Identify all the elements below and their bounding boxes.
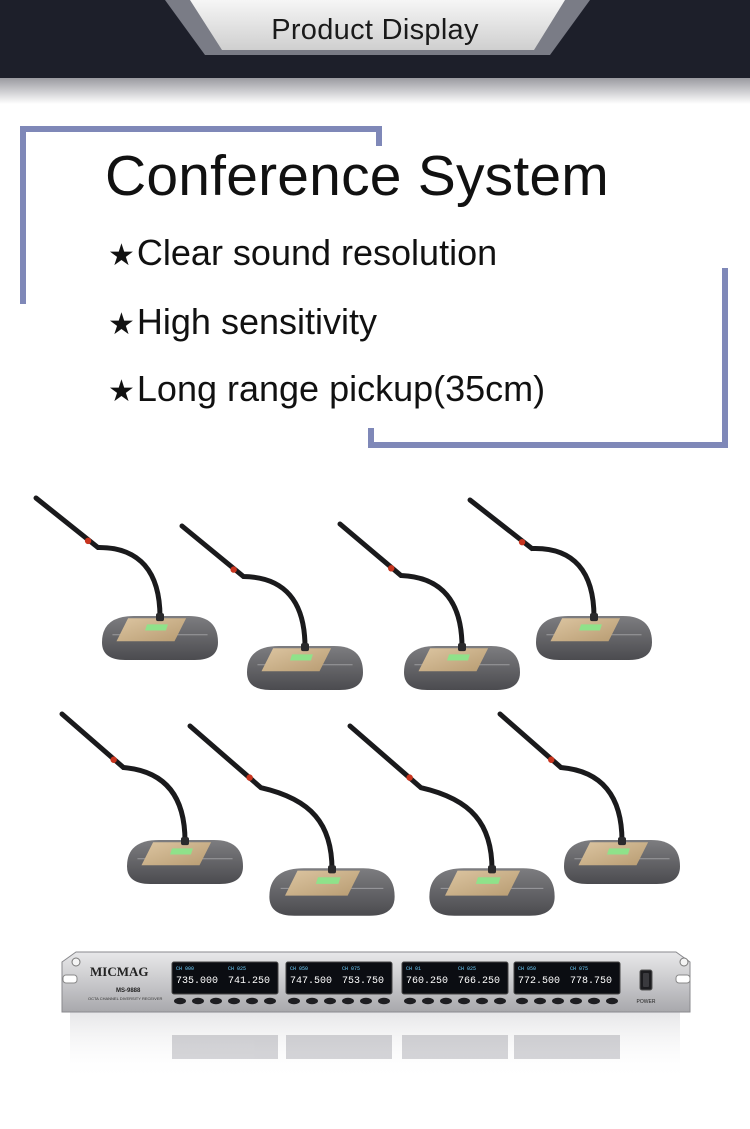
receiver-button[interactable] <box>552 997 564 1005</box>
receiver-button[interactable] <box>192 997 204 1005</box>
receiver-button[interactable] <box>228 997 240 1005</box>
receiver-button[interactable] <box>378 997 390 1005</box>
frame-line-top <box>20 126 382 132</box>
conference-microphone <box>337 521 520 690</box>
model-label: MS-9888 <box>116 988 141 994</box>
product-title: Conference System <box>105 144 609 208</box>
lcd-frequency-b: 766.250 <box>458 976 500 987</box>
lcd-channel-a: CH 01 <box>406 966 421 972</box>
feature-item: ★Clear sound resolution <box>108 232 497 274</box>
receiver-button[interactable] <box>306 997 318 1005</box>
conference-microphone <box>347 723 555 916</box>
receiver-subtitle: OCTA CHANNEL DIVERSITY RECEIVER <box>88 996 162 1001</box>
receiver-lcd-screen: CH 01 CH 025 760.250 766.250 <box>401 961 509 1005</box>
receiver-lcd-screen: CH 050 CH 075 747.500 753.750 <box>285 961 393 1005</box>
receiver-button[interactable] <box>342 997 354 1005</box>
receiver-button[interactable] <box>570 997 582 1005</box>
receiver-button[interactable] <box>534 997 546 1005</box>
conference-microphone <box>497 711 680 884</box>
receiver-button[interactable] <box>264 997 276 1005</box>
lcd-channel-b: CH 025 <box>228 966 246 972</box>
star-icon: ★ <box>108 239 135 272</box>
page-title: Product Display <box>271 14 479 46</box>
receiver-button[interactable] <box>516 997 528 1005</box>
receiver-button[interactable] <box>210 997 222 1005</box>
conference-microphone <box>467 497 652 660</box>
lcd-channel-a: CH 050 <box>290 966 308 972</box>
header-tab <box>165 0 590 55</box>
receiver-button[interactable] <box>494 997 506 1005</box>
receiver-lcd-screen: CH 050 CH 075 772.500 778.750 <box>513 961 621 1005</box>
receiver-reflection <box>172 1035 620 1059</box>
lcd-frequency-a: 760.250 <box>406 976 448 987</box>
conference-microphone <box>33 495 218 660</box>
frame-line-bottom <box>368 442 728 448</box>
power-label: POWER <box>637 999 656 1005</box>
product-photo: MICMAG MS-9888 OCTA CHANNEL DIVERSITY RE… <box>33 495 691 1080</box>
conference-microphone <box>179 523 363 690</box>
frame-line-top-tick <box>376 126 382 146</box>
receiver-button[interactable] <box>324 997 336 1005</box>
frame-line-left <box>20 126 26 304</box>
feature-item: ★High sensitivity <box>108 301 377 343</box>
receiver-button[interactable] <box>588 997 600 1005</box>
receiver-button[interactable] <box>476 997 488 1005</box>
header-shadow <box>0 78 750 104</box>
receiver-button[interactable] <box>360 997 372 1005</box>
lcd-frequency-a: 735.000 <box>176 976 218 987</box>
lcd-frequency-a: 772.500 <box>518 976 560 987</box>
receiver-button[interactable] <box>288 997 300 1005</box>
lcd-channel-a: CH 050 <box>518 966 536 972</box>
frame-line-bottom-tick <box>368 428 374 448</box>
star-icon: ★ <box>108 375 135 408</box>
receiver-button[interactable] <box>246 997 258 1005</box>
conference-microphone <box>59 711 243 884</box>
receiver-button[interactable] <box>440 997 452 1005</box>
receiver-button[interactable] <box>404 997 416 1005</box>
feature-label: Clear sound resolution <box>136 232 498 273</box>
lcd-frequency-a: 747.500 <box>290 976 332 987</box>
lcd-frequency-b: 753.750 <box>342 976 384 987</box>
receiver-unit: MICMAG MS-9888 OCTA CHANNEL DIVERSITY RE… <box>61 951 691 1013</box>
lcd-channel-a: CH 000 <box>176 966 194 972</box>
lcd-frequency-b: 741.250 <box>228 976 270 987</box>
conference-microphone <box>187 723 395 916</box>
star-icon: ★ <box>108 308 135 341</box>
feature-label: High sensitivity <box>136 301 377 342</box>
brand-logo: MICMAG <box>90 964 149 979</box>
lcd-frequency-b: 778.750 <box>570 976 612 987</box>
lcd-channel-b: CH 025 <box>458 966 476 972</box>
lcd-channel-b: CH 075 <box>342 966 360 972</box>
lcd-channel-b: CH 075 <box>570 966 588 972</box>
frame-line-right <box>722 268 728 448</box>
receiver-button[interactable] <box>458 997 470 1005</box>
receiver-button[interactable] <box>422 997 434 1005</box>
receiver-button[interactable] <box>174 997 186 1005</box>
receiver-button[interactable] <box>606 997 618 1005</box>
feature-label: Long range pickup(35cm) <box>136 368 546 409</box>
receiver-lcd-screen: CH 000 CH 025 735.000 741.250 <box>171 961 279 1005</box>
feature-item: ★Long range pickup(35cm) <box>108 368 545 410</box>
